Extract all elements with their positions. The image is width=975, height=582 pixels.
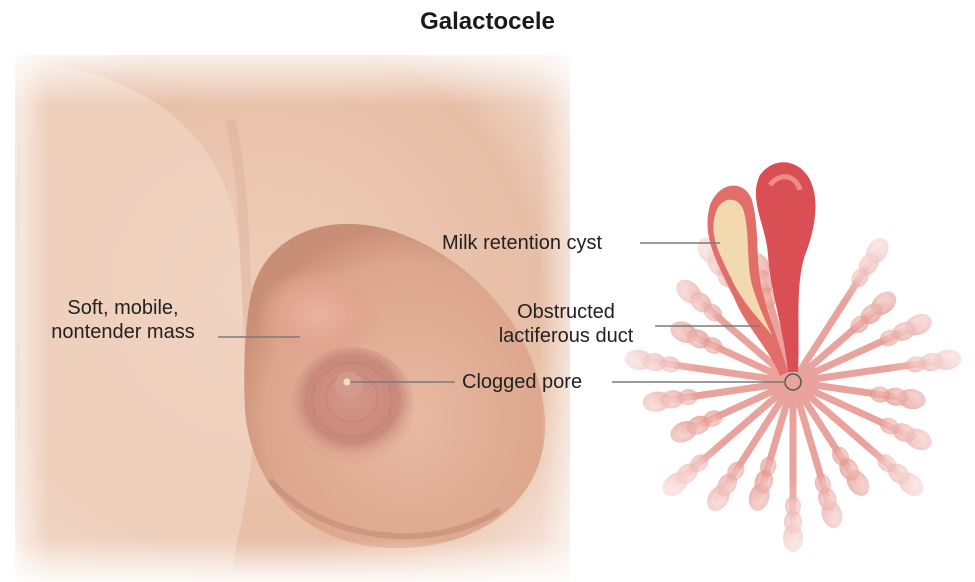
- obstructed-duct-illustration: [755, 162, 816, 372]
- label-mass: Soft, mobile, nontender mass: [28, 296, 218, 344]
- label-mass-line1: Soft, mobile,: [67, 297, 179, 319]
- milk-retention-cyst-illustration: [707, 185, 788, 376]
- gland-edge-fade: [618, 207, 968, 557]
- label-mass-line2: nontender mass: [51, 321, 195, 343]
- label-pore: Clogged pore: [462, 371, 583, 393]
- leader-lines: [218, 242, 786, 383]
- label-duct: Obstructed lactiferous duct: [476, 300, 656, 348]
- diagram-title: Galactocele: [420, 8, 555, 35]
- label-duct-line2: lactiferous duct: [498, 325, 634, 347]
- label-duct-line1: Obstructed: [517, 301, 615, 323]
- label-cyst: Milk retention cyst: [442, 232, 603, 254]
